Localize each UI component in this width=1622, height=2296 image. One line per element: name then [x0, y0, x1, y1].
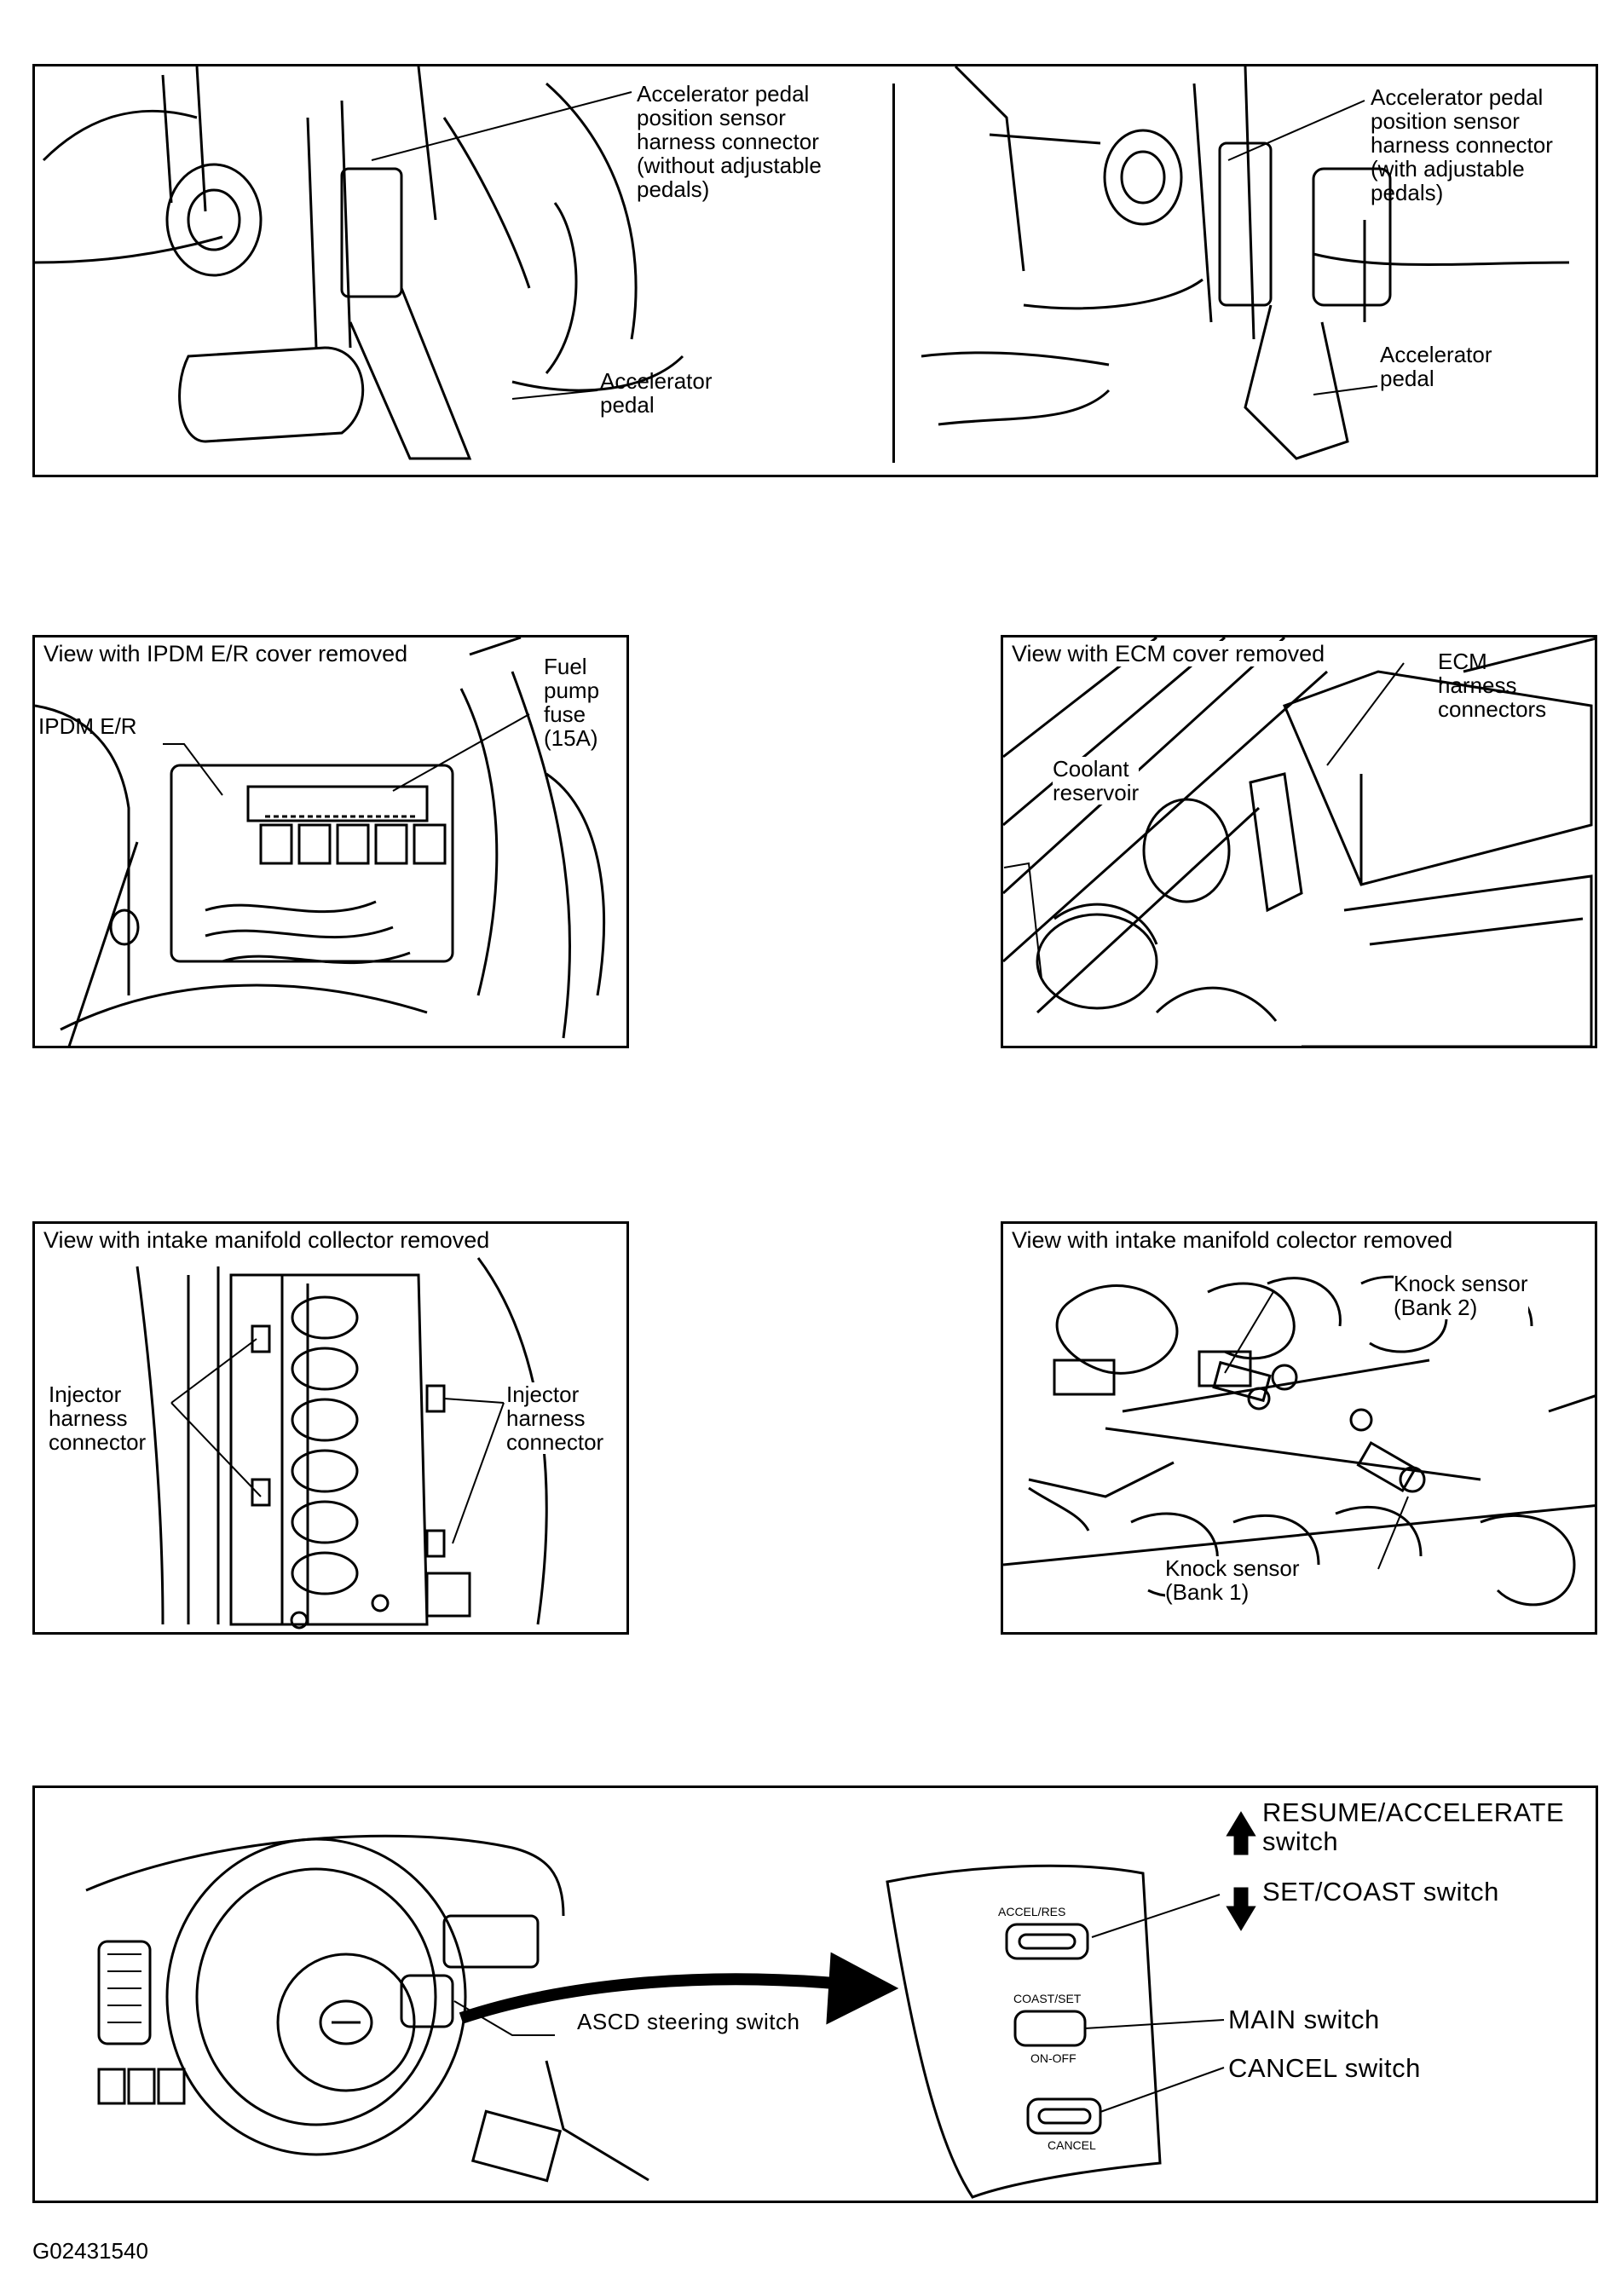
- ecm-drawing: [1003, 637, 1595, 1046]
- injector-panel: View with intake manifold collector remo…: [32, 1221, 629, 1635]
- cancel-button-label: CANCEL: [1048, 2138, 1096, 2152]
- injector-panel-title: View with intake manifold collector remo…: [40, 1227, 494, 1253]
- ipdm-er-label: IPDM E/R: [38, 713, 137, 739]
- resume-accelerate-switch-label: RESUME/ACCELERATE switch: [1262, 1797, 1565, 1856]
- accelerator-pedal-label-right: Accelerator pedal: [1380, 342, 1492, 391]
- accelerator-pedal-panel: Accelerator pedal position sensor harnes…: [32, 64, 1598, 477]
- knock-sensor-bank1-label: Knock sensor (Bank 1): [1165, 1555, 1300, 1605]
- accelerator-pedal-drawing: [35, 66, 1570, 460]
- ipdm-drawing: [35, 637, 605, 1046]
- ecm-harness-connectors-label: ECM harness connectors: [1438, 649, 1547, 722]
- ipdm-panel: View with IPDM E/R cover removed Fuel pu…: [32, 635, 629, 1048]
- on-off-button-label: ON-OFF: [1030, 2051, 1077, 2065]
- ipdm-panel-title: View with IPDM E/R cover removed: [40, 641, 412, 666]
- injector-connector-label-left: Injector harness connector: [49, 1382, 147, 1455]
- ecm-panel-title: View with ECM cover removed: [1008, 641, 1329, 666]
- connector-label-without-adjustable: Accelerator pedal position sensor harnes…: [637, 81, 822, 202]
- main-switch-label: MAIN switch: [1228, 2005, 1380, 2034]
- cancel-switch-label: CANCEL switch: [1228, 2053, 1421, 2083]
- coast-set-button-label: COAST/SET: [1013, 1992, 1082, 2005]
- figure-id: G02431540: [32, 2238, 148, 2264]
- knock-sensor-drawing: [1003, 1275, 1595, 1607]
- accel-res-button-label: ACCEL/RES: [998, 1905, 1066, 1918]
- set-coast-switch-label: SET/COAST switch: [1262, 1877, 1499, 1907]
- ascd-steering-switch-label: ASCD steering switch: [577, 2009, 800, 2034]
- fuel-pump-fuse-label: Fuel pump fuse (15A): [544, 654, 600, 751]
- ascd-drawing: [85, 1811, 1256, 2199]
- connector-label-with-adjustable: Accelerator pedal position sensor harnes…: [1371, 84, 1553, 205]
- coolant-reservoir-label: Coolant reservoir: [1053, 756, 1140, 805]
- knock-sensor-panel: View with intake manifold colector remov…: [1001, 1221, 1597, 1635]
- accelerator-pedal-label-left: Accelerator pedal: [600, 368, 713, 418]
- knock-sensor-panel-title: View with intake manifold colector remov…: [1008, 1227, 1457, 1253]
- ecm-panel: View with ECM cover removed ECM harness …: [1001, 635, 1597, 1048]
- injector-connector-label-right: Injector harness connector: [506, 1382, 604, 1455]
- ascd-panel: ASCD steering switch RESUME/ACCELERATE s…: [32, 1785, 1598, 2203]
- panel-divider: [892, 84, 895, 463]
- injector-drawing: [136, 1257, 548, 1630]
- knock-sensor-bank2-label: Knock sensor (Bank 2): [1394, 1271, 1528, 1320]
